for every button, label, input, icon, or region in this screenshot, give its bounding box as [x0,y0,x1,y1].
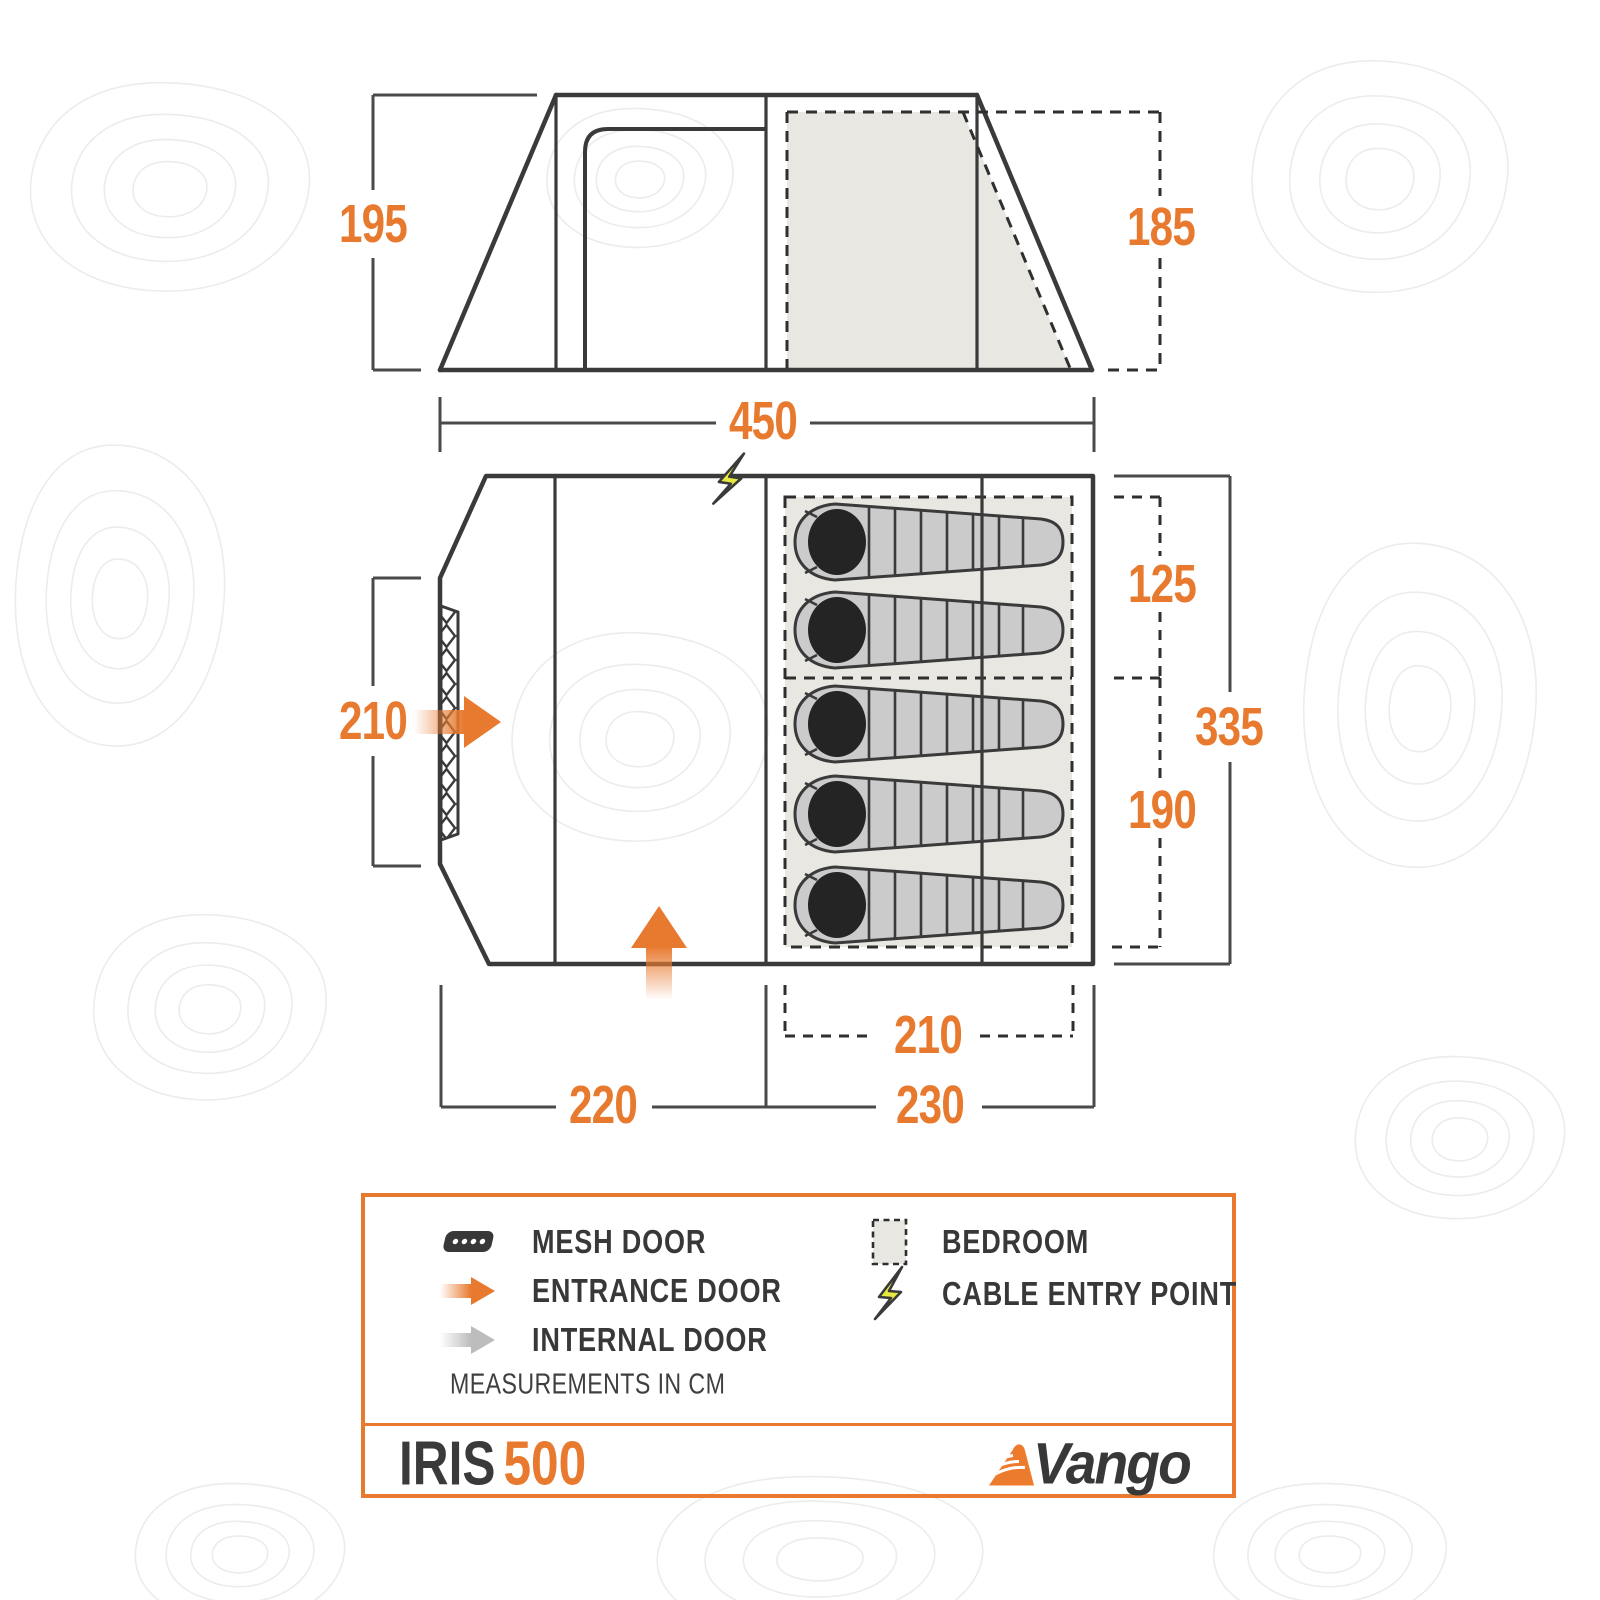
model-name: IRIS [399,1429,496,1499]
dim-bedroom-width: 210 [894,1005,963,1065]
dim-side-door: 210 [339,691,408,751]
entrance-arrow-side [414,696,501,748]
dim-bedroom-depth-lines [1112,495,1162,949]
model-number: 500 [503,1429,587,1499]
cable-entry-bolt [712,450,746,507]
vango-triangle-icon [988,1443,1034,1485]
tent-side-view [437,92,1160,373]
legend-internal-door-label: INTERNAL DOOR [532,1321,768,1358]
mesh-door-icon [429,1210,509,1274]
tent-floor-plan [414,450,1096,1000]
dim-living-length: 220 [569,1075,638,1135]
legend-measurements-note: MEASUREMENTS IN CM [450,1368,726,1401]
dim-bedroom-front-depth: 125 [1128,554,1197,614]
legend-entrance-door-label: ENTRANCE DOOR [532,1272,782,1309]
dim-bedroom-rear-depth: 190 [1128,780,1197,840]
legend-cable-entry-label: CABLE ENTRY POINT [942,1275,1238,1312]
dim-depth-total-lines [1114,474,1232,966]
bedroom-dashed-border [783,495,1074,949]
cable-entry-icon [850,1262,930,1326]
dim-height-rear: 185 [1127,197,1196,257]
dim-bedroom-width-lines [783,985,1075,1038]
dim-depth-total: 335 [1195,697,1264,757]
dim-height-front: 195 [339,194,408,254]
legend-mesh-door-label: MESH DOOR [532,1223,707,1260]
legend-bedroom-label: BEDROOM [942,1223,1090,1260]
side-view-door-arch [583,127,765,370]
side-view-bedroom-dashed [785,110,1160,369]
dim-side-door-lines [371,576,421,868]
dim-lengths-lines [439,985,1096,1109]
legend-footer-divider [365,1423,1232,1426]
floor-plan-seams [553,476,984,964]
brand-logo: Vango [987,1431,1198,1498]
brand-name: Vango [1032,1431,1192,1497]
dim-total-width: 450 [729,391,798,451]
entrance-door-icon [429,1259,509,1323]
side-view-bedroom-area [787,112,1070,368]
dim-total-width-lines [438,397,1096,452]
floor-plan-dimensions [371,397,1232,1109]
dim-bedroom-length: 230 [896,1075,965,1135]
floor-plan-outline [437,473,1096,967]
side-view-dimensions [371,93,1162,372]
entrance-arrow-front [631,906,687,1000]
bedroom-icon [850,1210,930,1274]
legend-box: MESH DOOR ENTRANCE DOOR [361,1193,1238,1500]
internal-door-icon [429,1308,509,1372]
side-view-seams [554,95,979,370]
